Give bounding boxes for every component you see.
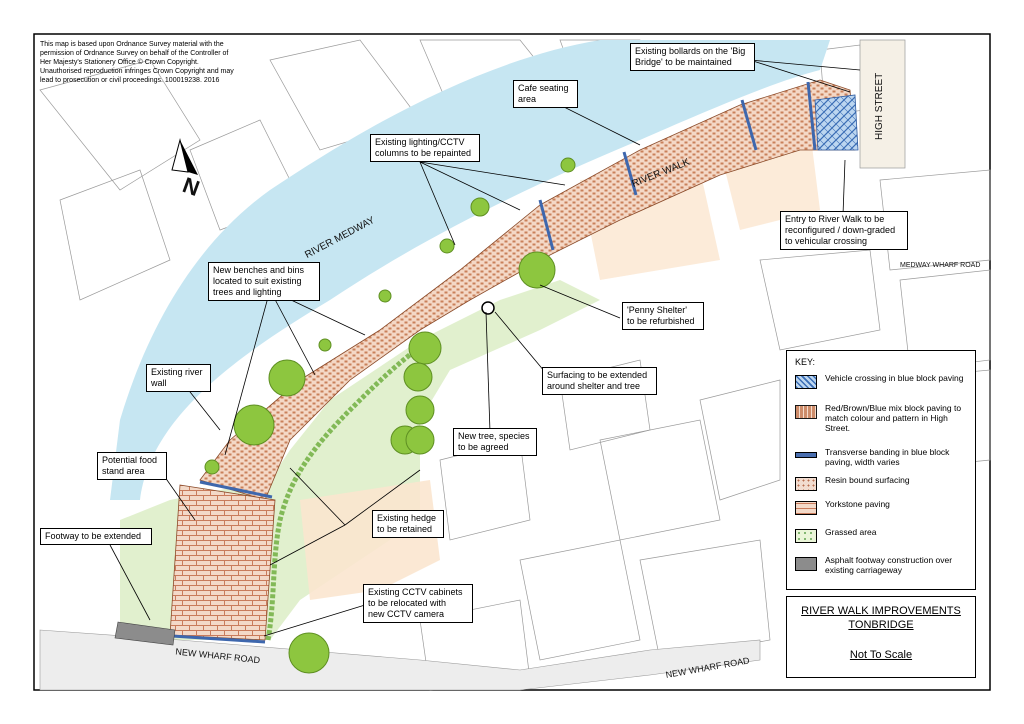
- key-label: Resin bound surfacing: [825, 475, 910, 485]
- swatch-asphalt: [795, 557, 817, 571]
- copyright-notice: This map is based upon Ordnance Survey m…: [40, 41, 234, 84]
- key-item-blue-band: Transverse banding in blue block paving,…: [795, 447, 971, 477]
- callout-benches: New benches and bins located to suit exi…: [208, 262, 320, 301]
- swatch-red-block: [795, 405, 817, 419]
- title-line-1: RIVER WALK IMPROVEMENTS: [801, 605, 961, 617]
- title-line-2: TONBRIDGE: [848, 619, 914, 631]
- callout-food-stand: Potential food stand area: [97, 452, 167, 480]
- asphalt-footway: [114, 621, 176, 646]
- swatch-yorkstone: [795, 501, 817, 515]
- scale-note: Not To Scale: [849, 649, 913, 661]
- callout-entry: Entry to River Walk to be reconfigured /…: [780, 211, 908, 250]
- key-item-resin: Resin bound surfacing: [795, 475, 971, 505]
- callout-new-tree: New tree, species to be agreed: [453, 428, 537, 456]
- key-label: Grassed area: [825, 527, 877, 537]
- swatch-resin: [795, 477, 817, 491]
- new-wharf-road: [39, 629, 761, 691]
- callout-footway: Footway to be extended: [40, 528, 152, 545]
- vehicle-crossing: [814, 94, 859, 151]
- callout-cafe: Cafe seating area: [513, 80, 578, 108]
- yorkstone-area: [169, 484, 276, 641]
- blue-bands: [171, 81, 817, 644]
- key-item-vehicle-crossing: Vehicle crossing in blue block paving: [795, 373, 971, 403]
- callout-cctv: Existing CCTV cabinets to be relocated w…: [363, 584, 473, 623]
- key-label: Red/Brown/Blue mix block paving to match…: [825, 403, 962, 433]
- high-street: [859, 39, 906, 169]
- key-item-yorkstone: Yorkstone paving: [795, 499, 971, 529]
- key-item-grass: Grassed area: [795, 527, 971, 557]
- key-label: Asphalt footway construction over existi…: [825, 555, 953, 575]
- callout-lighting: Existing lighting/CCTV columns to be rep…: [370, 134, 480, 162]
- key-item-asphalt: Asphalt footway construction over existi…: [795, 555, 971, 585]
- medway-wharf-road-label: MEDWAY WHARF ROAD: [900, 262, 980, 269]
- key-item-red-block: Red/Brown/Blue mix block paving to match…: [795, 403, 971, 443]
- callout-bollards: Existing bollards on the 'Big Bridge' to…: [630, 43, 755, 71]
- map-key: KEY: Vehicle crossing in blue block pavi…: [786, 350, 976, 590]
- hedge-line: [265, 337, 432, 641]
- key-label: Transverse banding in blue block paving,…: [825, 447, 950, 467]
- callout-river-wall: Existing river wall: [146, 364, 211, 392]
- high-street-label: HIGH STREET: [874, 73, 885, 140]
- callout-penny: 'Penny Shelter' to be refurbished: [622, 302, 704, 330]
- title-block: RIVER WALK IMPROVEMENTS TONBRIDGE Not To…: [786, 596, 976, 678]
- swatch-blue-band: [795, 452, 817, 458]
- north-arrow: [171, 138, 198, 175]
- callout-surfacing: Surfacing to be extended around shelter …: [542, 367, 657, 395]
- key-label: Yorkstone paving: [825, 499, 890, 509]
- key-title: KEY:: [795, 357, 816, 367]
- callout-hedge: Existing hedge to be retained: [372, 510, 444, 538]
- key-label: Vehicle crossing in blue block paving: [825, 373, 964, 383]
- swatch-blue-herringbone: [795, 375, 817, 389]
- trees: [204, 157, 576, 674]
- penny-shelter: [481, 301, 495, 315]
- swatch-grass: [795, 529, 817, 543]
